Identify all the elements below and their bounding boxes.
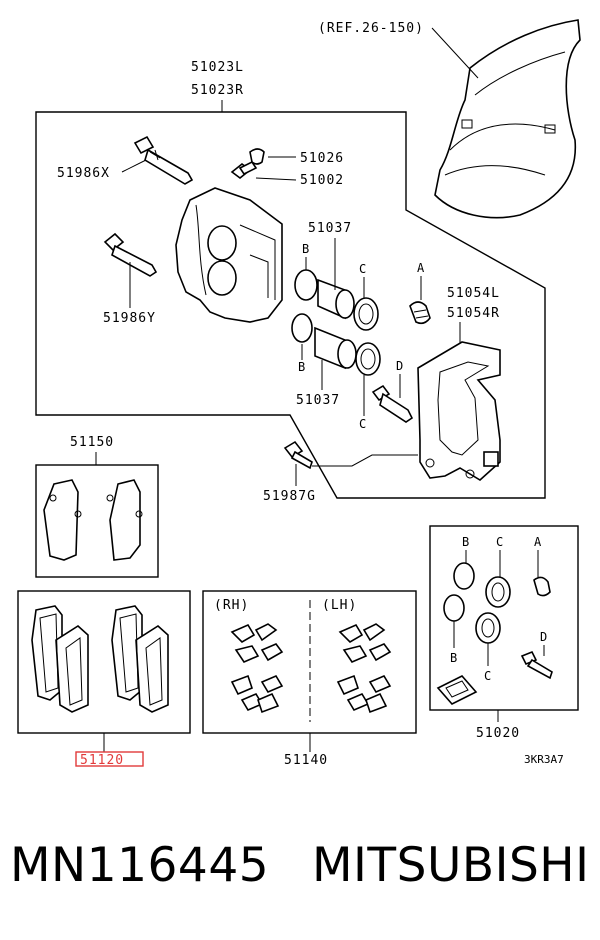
kit-seal-b2 (443, 594, 465, 622)
ref-label: (REF.26-150) (318, 21, 424, 36)
label-51002: 51002 (300, 173, 344, 188)
label-rh: (RH) (214, 598, 249, 613)
letter-b-upper: B (302, 242, 309, 256)
kit-grease-packet (436, 675, 478, 705)
lower-piston-seals (291, 313, 381, 376)
caliper-assembly-outline (35, 111, 546, 499)
label-51140: 51140 (284, 753, 328, 768)
letter-kit-d: D (540, 630, 547, 644)
label-51120: 51120 (80, 753, 124, 768)
shim-right (106, 479, 143, 561)
letter-kit-b1: B (462, 535, 469, 549)
caliper-support (417, 341, 501, 481)
footer: MN116445 MITSUBISHI (0, 838, 600, 908)
shim-left (43, 479, 82, 561)
letter-kit-c1: C (496, 535, 503, 549)
label-51037-lower: 51037 (296, 393, 340, 408)
kit-boot-c1 (485, 576, 511, 608)
guide-pin-d (371, 384, 414, 423)
boot-a (409, 301, 431, 325)
shim-kit-box (35, 464, 159, 578)
letter-d-pin: D (396, 359, 403, 373)
dust-shield (434, 19, 581, 219)
upper-piston-seals (294, 269, 379, 331)
pin-x-leader (121, 159, 147, 173)
label-51023l: 51023L (191, 60, 244, 75)
label-51037-upper: 51037 (308, 221, 352, 236)
letter-c-lower: C (359, 417, 366, 431)
letter-c-upper: C (359, 262, 366, 276)
ref-leader (431, 27, 479, 79)
clips-rh (230, 623, 284, 714)
label-51026: 51026 (300, 151, 344, 166)
label-51020: 51020 (476, 726, 520, 741)
letter-kit-b2: B (450, 651, 457, 665)
screw-leader (255, 177, 297, 181)
part-number: MN116445 (10, 838, 270, 893)
kit-boot-a (533, 576, 551, 597)
seal-kit-box (429, 525, 579, 711)
guide-pin-x (133, 135, 194, 185)
brake-pads-left (31, 605, 89, 713)
support-bolt (283, 440, 313, 470)
brand-name: MITSUBISHI (312, 838, 590, 893)
label-51054r: 51054R (447, 306, 500, 321)
bleeder-screw (230, 160, 258, 180)
kit-boot-c2 (475, 612, 501, 644)
clips-lh (336, 623, 392, 714)
label-51986x: 51986X (57, 166, 110, 181)
label-51150: 51150 (70, 435, 114, 450)
kit-pin-d (520, 650, 553, 680)
diagram-code: 3KR3A7 (524, 753, 564, 766)
label-51054l: 51054L (447, 286, 500, 301)
label-51023r: 51023R (191, 83, 244, 98)
label-51987g: 51987G (263, 489, 316, 504)
brake-pads-right (111, 605, 169, 713)
bleeder-cap (249, 148, 265, 165)
letter-kit-a: A (534, 535, 542, 549)
label-lh: (LH) (322, 598, 357, 613)
label-51986y: 51986Y (103, 311, 156, 326)
pad-set-highlight (75, 751, 144, 767)
letter-a-boot: A (417, 261, 425, 275)
kit-seal-b1 (453, 562, 475, 590)
letter-b-lower: B (298, 360, 305, 374)
parts-diagram: (REF.26-150) 51023L 51023R 51986X 51026 … (17, 19, 581, 768)
letter-kit-c2: C (484, 669, 491, 683)
caliper-body (175, 187, 283, 323)
guide-pin-y (103, 232, 158, 277)
